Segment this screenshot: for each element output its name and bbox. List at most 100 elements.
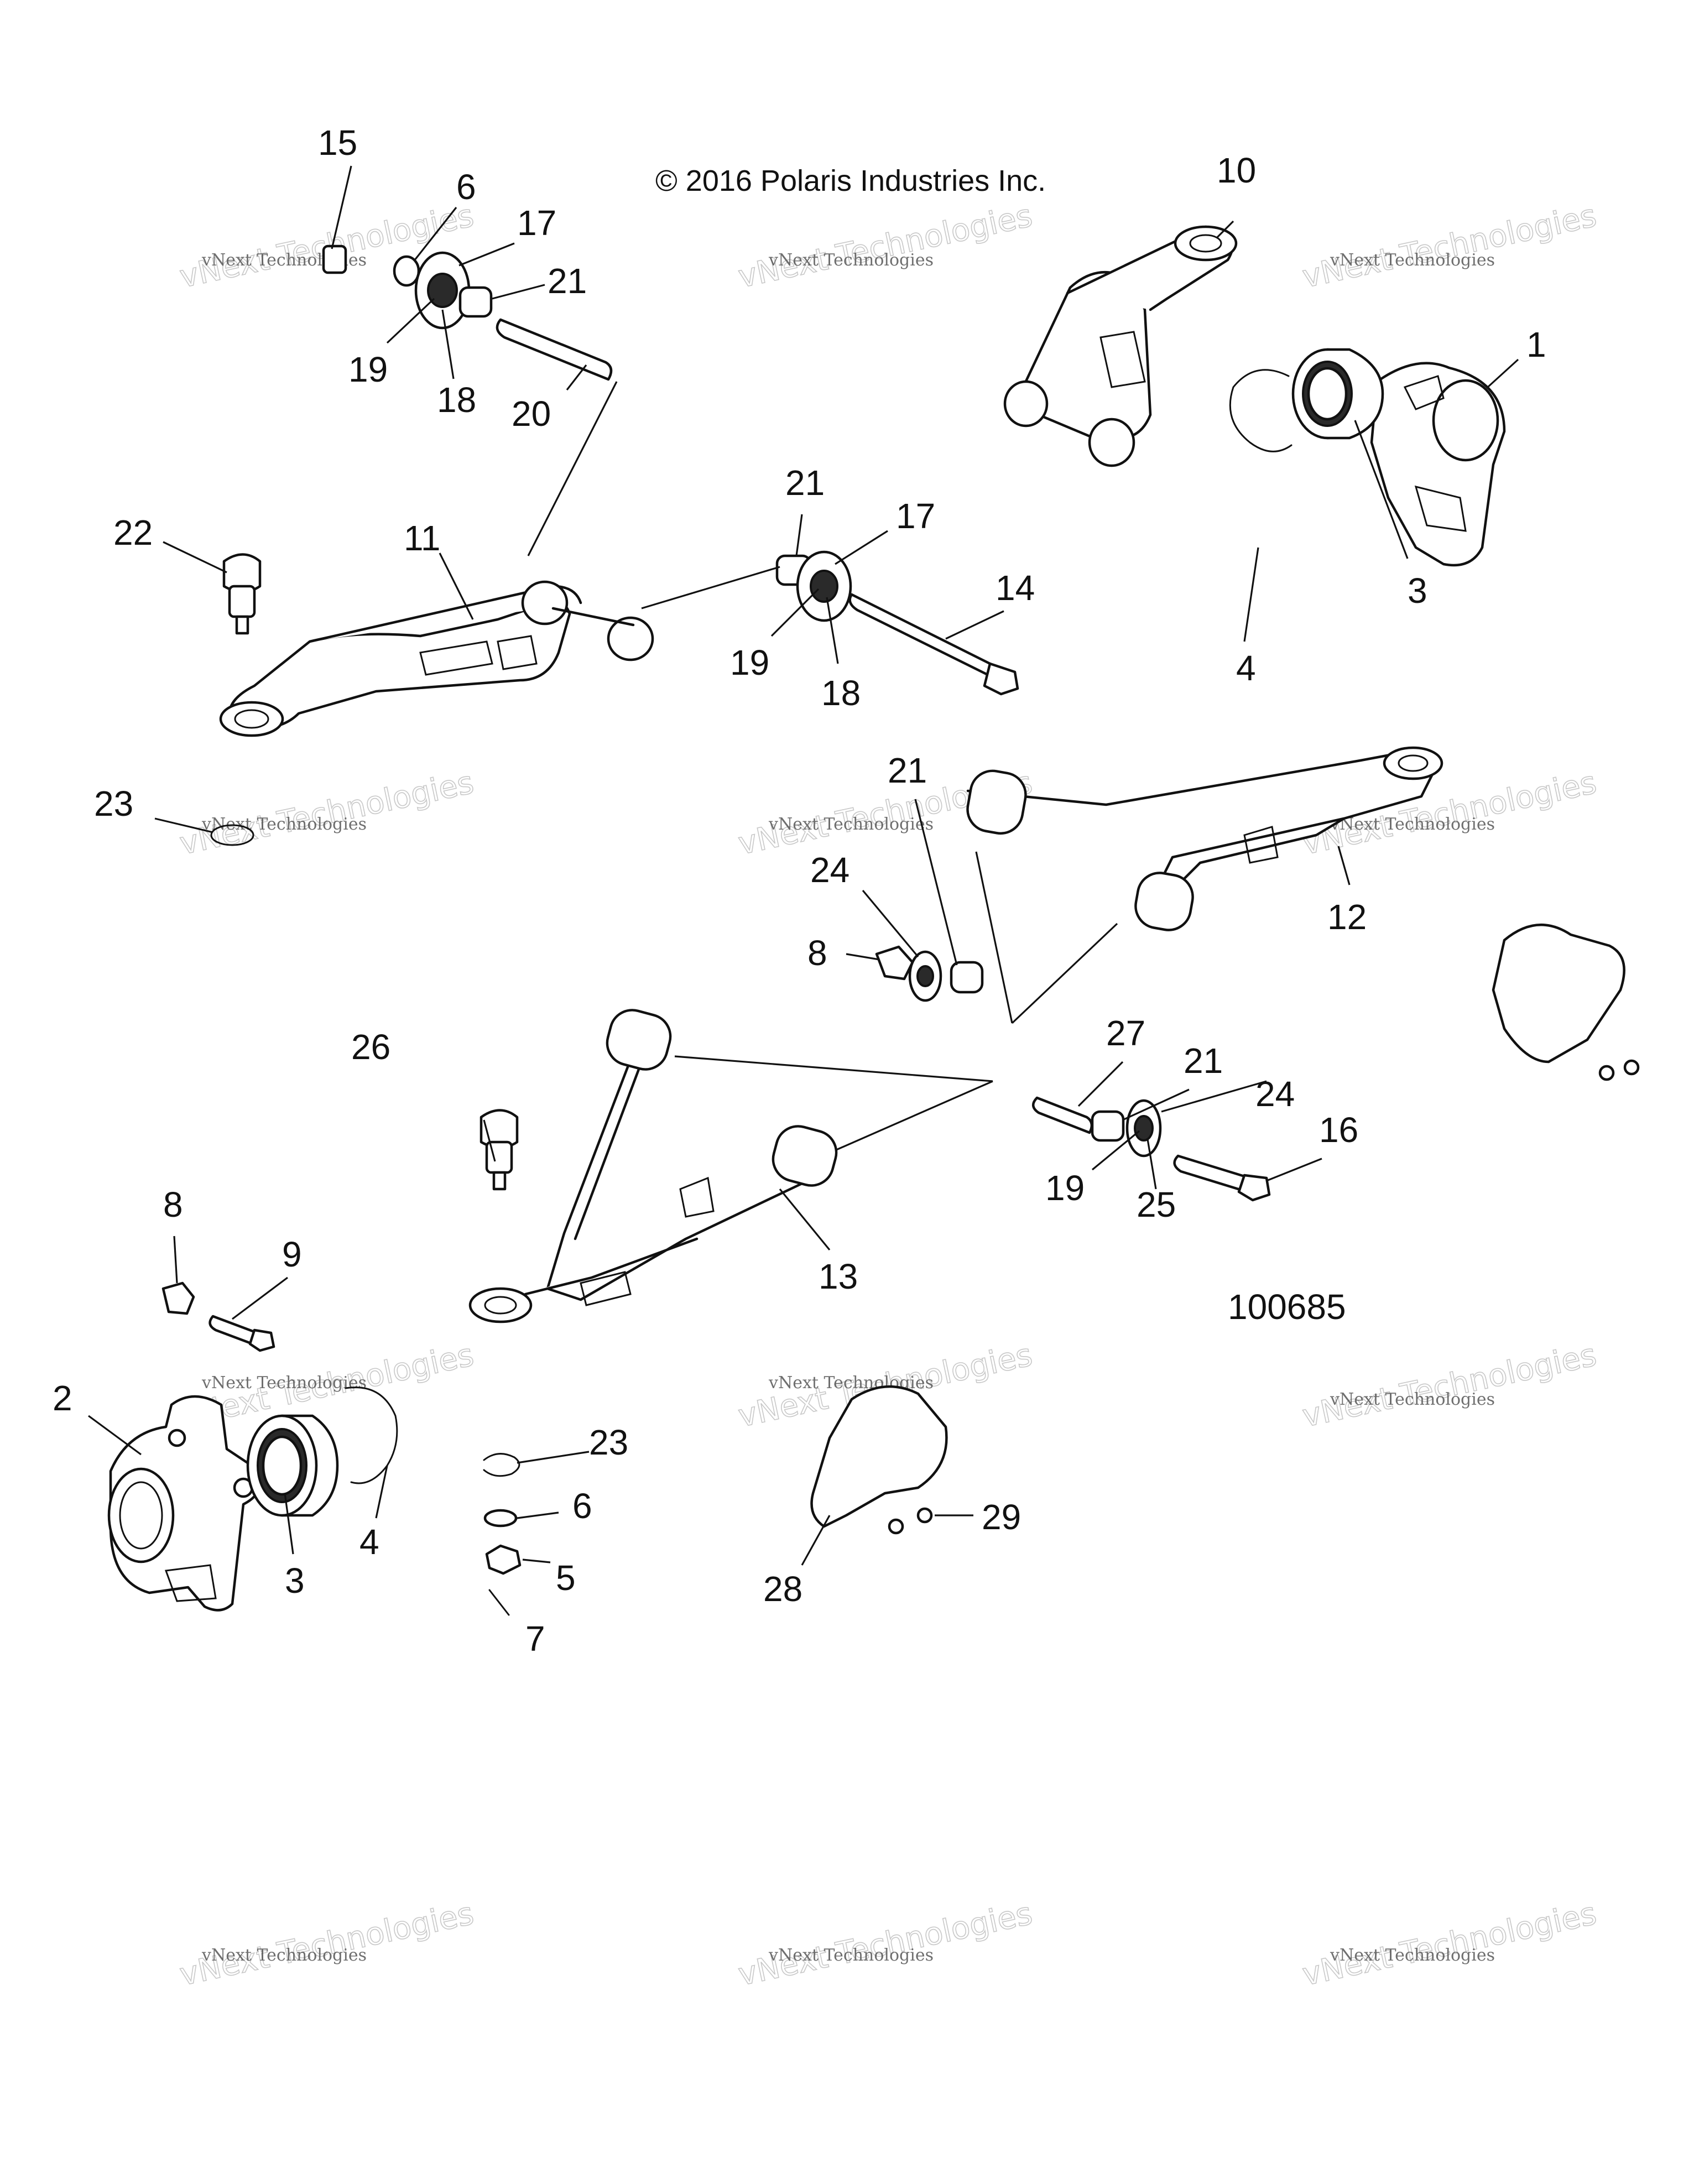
- leader-19-middle: [770, 588, 820, 637]
- callout-12: 12: [1327, 897, 1367, 937]
- leader-3-right: [1354, 420, 1409, 559]
- leader-3-left: [284, 1493, 294, 1555]
- leader-8-left: [173, 1236, 178, 1284]
- leader-9: [232, 1276, 288, 1320]
- leader-17-middle: [835, 530, 888, 565]
- callout-3-right: 3: [1408, 571, 1427, 611]
- callout-10: 10: [1217, 150, 1256, 190]
- callout-26: 26: [351, 1027, 390, 1067]
- watermark-outline-text: vNext Technologies: [176, 1896, 477, 1993]
- watermark-text: vNext Technologies: [1330, 1390, 1495, 1409]
- watermark: vNext Technologies: [735, 1895, 1036, 1994]
- hardware-group-center: [875, 945, 984, 1002]
- leader-23-left: [154, 817, 213, 833]
- leader-18-top: [441, 309, 455, 379]
- leader-8-center: [846, 953, 880, 961]
- callout-18-top: 18: [437, 380, 476, 420]
- washer-6-top: [393, 255, 420, 287]
- leader-24-center: [862, 889, 919, 958]
- callout-17-top: 17: [517, 203, 556, 243]
- control-arm-12: [966, 746, 1443, 931]
- watermark-text: vNext Technologies: [201, 1946, 367, 1965]
- leader-11-to-21: [641, 566, 780, 609]
- upper-control-arm-10: [1003, 225, 1238, 467]
- watermark: vNext Technologies: [176, 764, 477, 863]
- bolt-14: [848, 593, 1004, 683]
- hardware-group-right: [1032, 1096, 1271, 1202]
- snap-ring-23-left: [210, 824, 254, 846]
- leader-22: [163, 541, 227, 574]
- callout-19-top: 19: [348, 350, 388, 389]
- nut-15: [322, 244, 347, 274]
- callout-23-bottom: 23: [589, 1422, 628, 1462]
- watermark-outline-text: vNext Technologies: [735, 198, 1035, 295]
- leader-28: [801, 1515, 831, 1566]
- spacer-21-top: [458, 286, 493, 318]
- leader-23-bottom: [517, 1451, 590, 1464]
- copyright-text: © 2016 Polaris Industries Inc.: [655, 164, 1046, 197]
- steering-knuckle-2: [107, 1395, 263, 1612]
- leader-2: [88, 1415, 142, 1456]
- watermark-outline-text: vNext Technologies: [735, 1896, 1035, 1993]
- callout-19-right: 19: [1045, 1168, 1085, 1208]
- leader-17-top: [458, 242, 515, 267]
- steering-knuckle-1: [1370, 362, 1506, 567]
- castle-nut-5: [485, 1544, 522, 1575]
- cotter-pin-7: [488, 1589, 510, 1616]
- snap-ring-23-bottom: [483, 1453, 520, 1477]
- flange-nut-8-center: [875, 945, 914, 981]
- wheel-bearing-3-left: [246, 1414, 339, 1517]
- watermark-text: vNext Technologies: [1330, 815, 1495, 834]
- callout-6-top: 6: [456, 167, 476, 207]
- leader-14: [945, 610, 1004, 640]
- watermark-text: vNext Technologies: [1330, 251, 1495, 270]
- leader-arm12-right: [1011, 922, 1118, 1024]
- watermark-text: vNext Technologies: [201, 1373, 367, 1393]
- leader-1: [1487, 358, 1519, 388]
- callout-3-left: 3: [285, 1561, 305, 1601]
- leader-arm13-bottom: [835, 1080, 993, 1151]
- callout-21-center: 21: [888, 750, 927, 790]
- bolt-14-head: [983, 662, 1019, 696]
- watermark-text: vNext Technologies: [768, 815, 934, 834]
- callout-4-right: 4: [1236, 648, 1256, 688]
- leader-5: [522, 1558, 551, 1563]
- callout-20: 20: [512, 394, 551, 434]
- leader-16: [1266, 1158, 1322, 1182]
- leader-20: [566, 364, 587, 390]
- wheel-bearing-3-right: [1291, 348, 1384, 440]
- callout-25: 25: [1137, 1185, 1176, 1224]
- callout-21-right: 21: [1184, 1041, 1223, 1081]
- leader-26: [483, 1119, 496, 1162]
- leader-10: [1216, 220, 1234, 239]
- leader-4-left: [375, 1465, 388, 1519]
- leader-arm12-left: [975, 851, 1013, 1024]
- callout-19-middle: 19: [730, 643, 769, 682]
- leader-24-right: [1161, 1080, 1267, 1113]
- watermark-outline-text: vNext Technologies: [176, 765, 477, 862]
- leader-12: [1337, 846, 1351, 885]
- callout-5: 5: [556, 1558, 576, 1598]
- flange-nut-8-left: [161, 1281, 195, 1315]
- callout-22: 22: [113, 513, 153, 552]
- callout-13: 13: [819, 1257, 858, 1296]
- bushing-19-middle: [810, 570, 838, 603]
- callout-24-right: 24: [1255, 1074, 1295, 1114]
- spacer-21-right: [1091, 1110, 1125, 1142]
- callout-9: 9: [282, 1234, 302, 1274]
- leader-11: [439, 552, 474, 620]
- screw-29: [916, 1507, 933, 1524]
- callout-24-center: 24: [810, 850, 850, 890]
- leader-19-right: [1091, 1130, 1140, 1171]
- callout-7: 7: [525, 1619, 545, 1659]
- bolt-9-head: [248, 1328, 275, 1352]
- callout-21-top: 21: [548, 261, 587, 301]
- callout-labels: 15 6 17 21 19 18 20 10 1 3 4 22 11 21 17…: [53, 123, 1546, 1659]
- bushing-19-right: [1134, 1115, 1154, 1141]
- callout-6-bottom: 6: [572, 1486, 592, 1526]
- callout-28: 28: [763, 1569, 802, 1609]
- watermark-text: vNext Technologies: [768, 251, 934, 270]
- callout-8-left: 8: [163, 1185, 183, 1224]
- spacer-21-center: [950, 961, 984, 994]
- callout-29: 29: [982, 1497, 1021, 1537]
